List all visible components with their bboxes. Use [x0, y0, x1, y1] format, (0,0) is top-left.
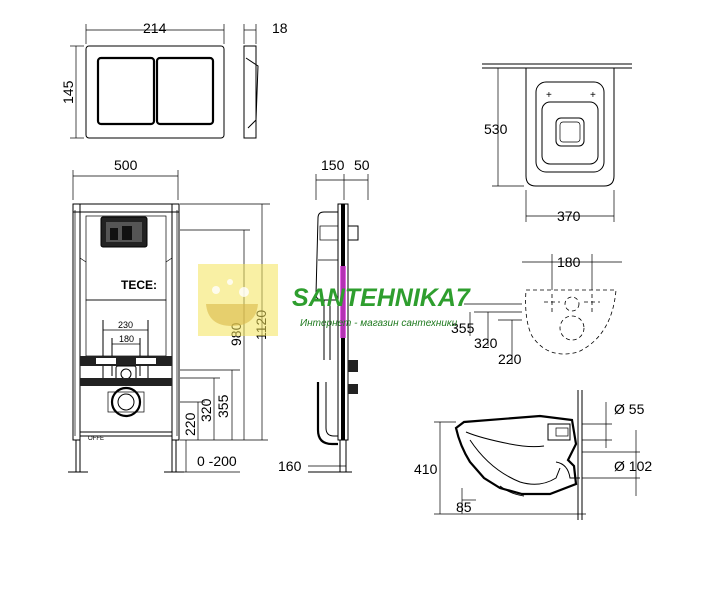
watermark-title: SANTEHNIKA7	[292, 284, 471, 312]
dim-frame-355: 355	[215, 394, 231, 418]
dim-outlet-85: 85	[456, 499, 472, 515]
dim-bolt-180: 180	[119, 334, 134, 344]
dim-plate-height: 145	[60, 80, 76, 104]
watermark-subtitle: Интернет - магазин сантехники	[300, 318, 458, 329]
dim-frame-220: 220	[182, 412, 198, 436]
bowl-side-section: 410 85 Ø 55 Ø 102	[414, 390, 652, 520]
dim-plate-depth: 18	[272, 20, 288, 36]
dim-floor-adjust: 0 -200	[197, 453, 237, 469]
dim-bowl-370: 370	[557, 208, 581, 224]
dim-frame-width: 500	[114, 157, 138, 173]
dim-inlet-55: Ø 55	[614, 401, 645, 417]
dim-mount-320: 320	[474, 335, 498, 351]
dim-bowl-410: 410	[414, 461, 438, 477]
dim-side-160: 160	[278, 458, 302, 474]
frame-side-view: 150 50 160	[278, 157, 370, 474]
dim-side-50: 50	[354, 157, 370, 173]
small-label: OFFE	[88, 436, 104, 442]
watermark: SANTEHNIKA7 Интернет - магазин сантехник…	[198, 264, 471, 338]
dim-bolt-230: 230	[118, 320, 133, 330]
dim-mount-220: 220	[498, 351, 522, 367]
dim-mount-180: 180	[557, 254, 581, 270]
dim-plate-width: 214	[143, 20, 167, 36]
flush-plate-side-view: 18	[243, 20, 288, 139]
dim-mount-355: 355	[451, 320, 475, 336]
svg-text:+: +	[590, 90, 596, 101]
dim-frame-320: 320	[198, 398, 214, 422]
dim-side-150: 150	[321, 157, 345, 173]
svg-text:+: +	[546, 90, 552, 101]
flush-plate-front-view: 214 145	[60, 20, 225, 139]
bowl-mount-view: 180 355 320 220	[451, 254, 622, 367]
dim-outlet-102: Ø 102	[614, 458, 652, 474]
brand-label: TECE:	[121, 278, 157, 292]
bowl-top-view: + + 530 370	[482, 63, 632, 224]
dim-bowl-530: 530	[484, 121, 508, 137]
